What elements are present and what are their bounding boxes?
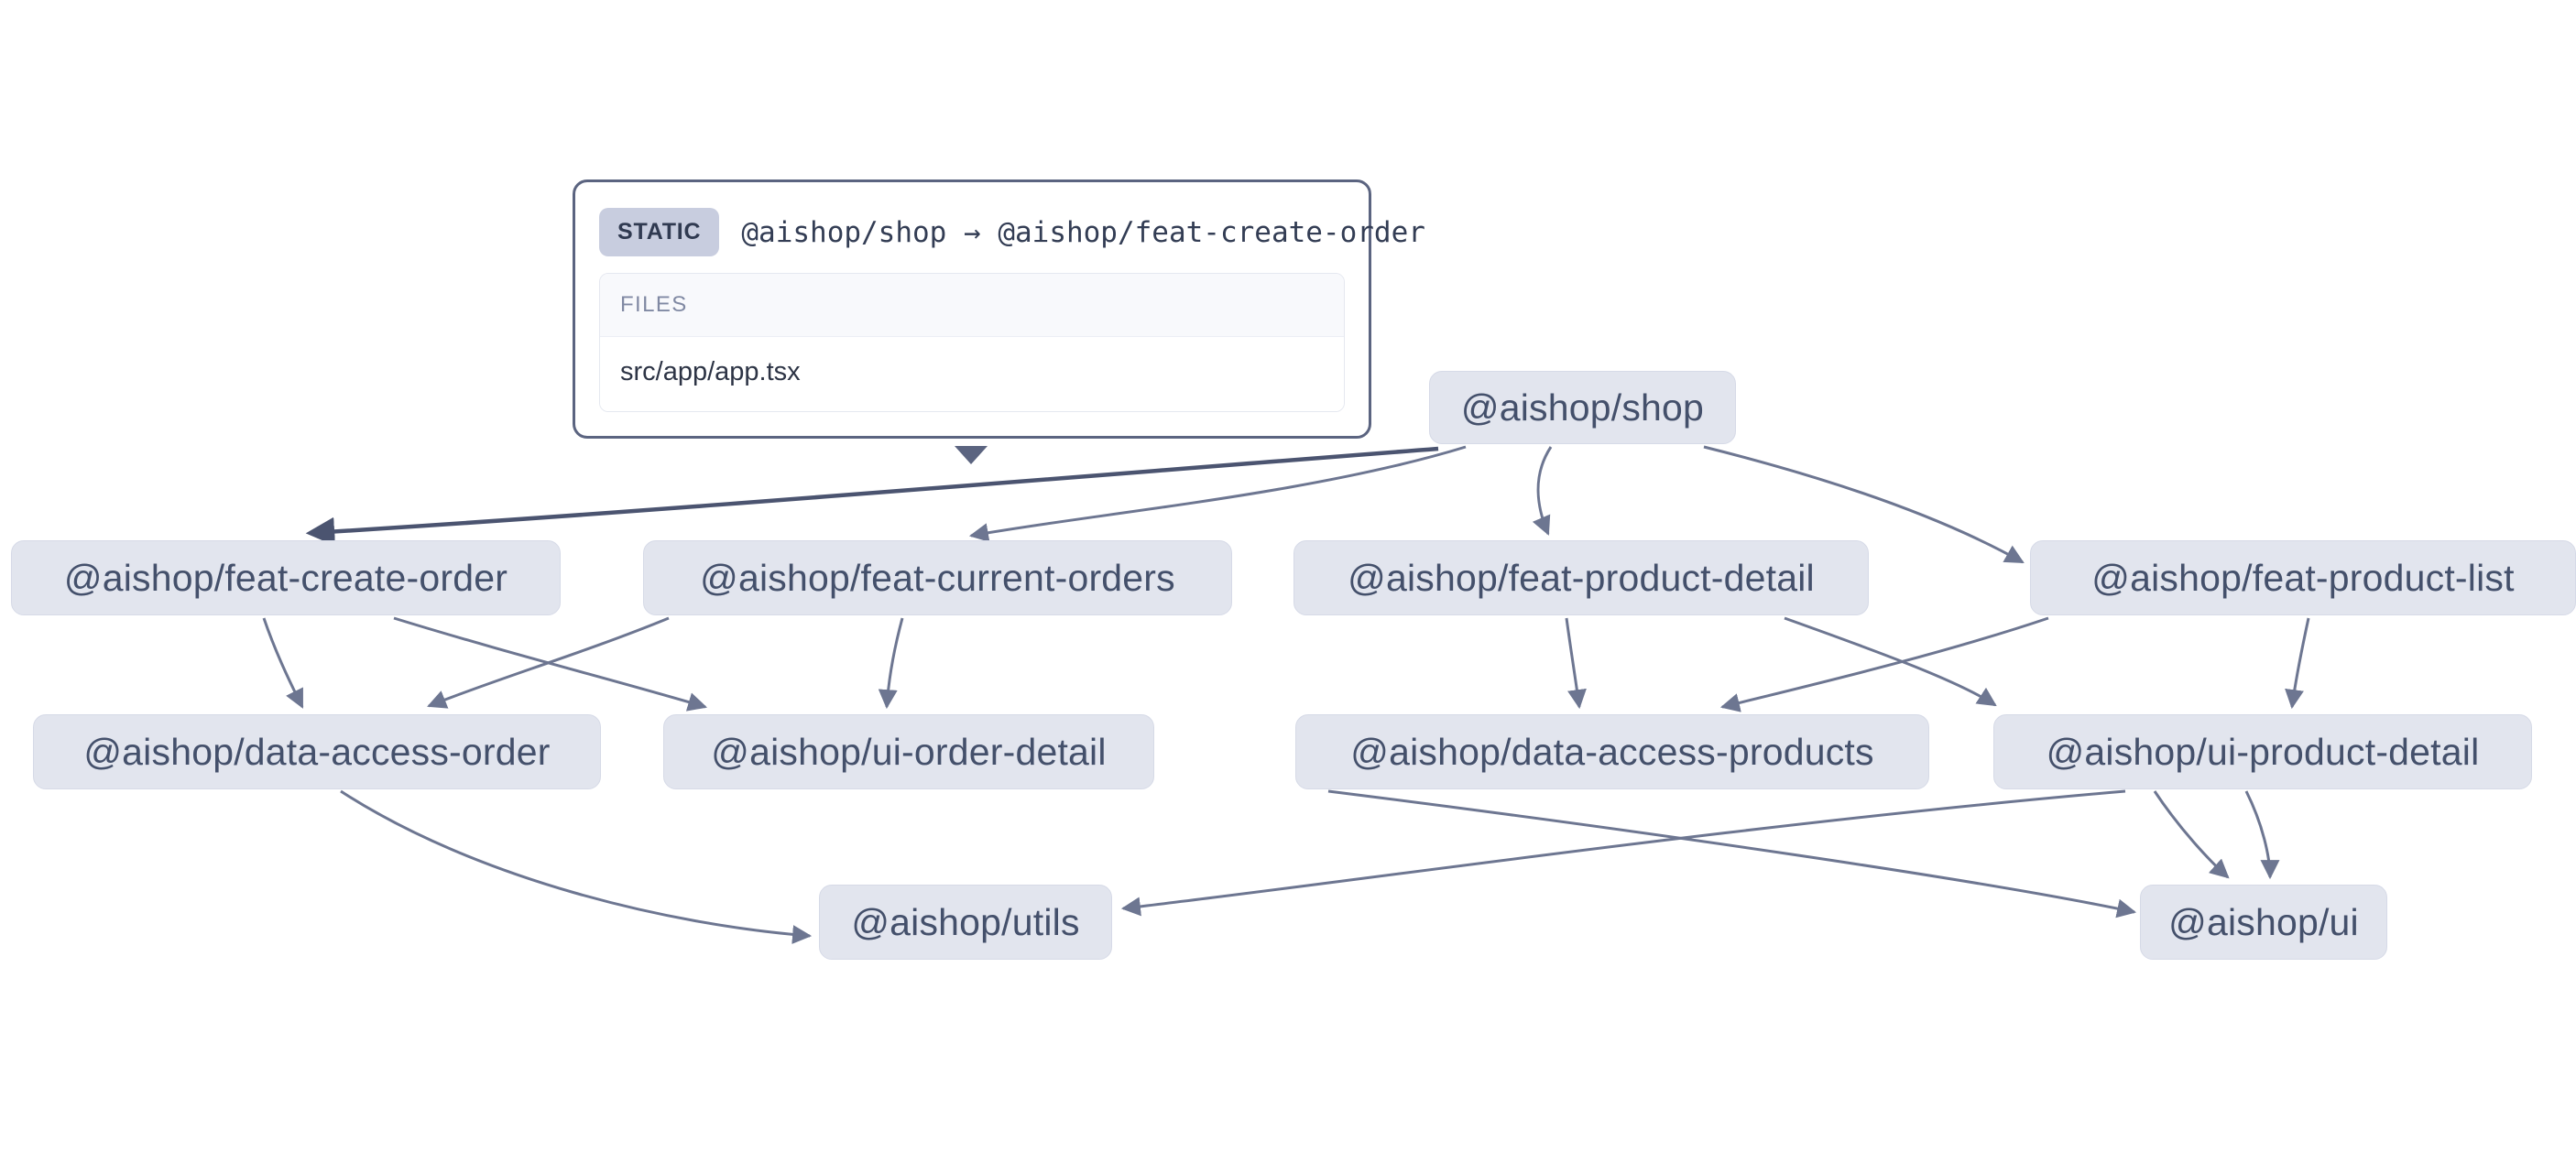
edge-tooltip-pointer-icon (955, 446, 988, 464)
edge-feat-product-detail-to-data-access-products (1565, 617, 1587, 710)
edge-feat-create-order-to-data-access-order (262, 617, 304, 709)
edge-tooltip-title: @aishop/shop → @aishop/feat-create-order (741, 215, 1425, 249)
node-ui[interactable]: @aishop/ui (2140, 885, 2387, 960)
node-label: @aishop/feat-create-order (63, 556, 508, 599)
edge-type-badge: STATIC (599, 208, 720, 256)
node-feat-product-list[interactable]: @aishop/feat-product-list (2030, 540, 2576, 615)
node-ui-product-detail[interactable]: @aishop/ui-product-detail (1993, 714, 2532, 789)
node-utils[interactable]: @aishop/utils (819, 885, 1112, 960)
node-label: @aishop/ui-product-detail (2046, 730, 2480, 773)
edge-data-access-order-to-utils (340, 789, 813, 944)
node-feat-product-detail[interactable]: @aishop/feat-product-detail (1293, 540, 1869, 615)
edge-files-header: FILES (600, 274, 1344, 337)
node-label: @aishop/data-access-products (1350, 730, 1874, 773)
node-label: @aishop/utils (851, 900, 1080, 943)
edge-data-access-products-to-ui (1327, 789, 2137, 918)
edge-feat-product-list-to-data-access-products (1719, 616, 2049, 712)
node-ui-order-detail[interactable]: @aishop/ui-order-detail (663, 714, 1154, 789)
node-label: @aishop/shop (1460, 386, 1705, 429)
edge-feat-product-detail-to-ui-product-detail (1784, 616, 1997, 707)
node-feat-current-orders[interactable]: @aishop/feat-current-orders (643, 540, 1232, 615)
edge-ui-product-detail-to-ui-b (2153, 790, 2230, 879)
node-label: @aishop/feat-current-orders (700, 556, 1175, 599)
edge-feat-current-orders-to-data-access-order (427, 616, 670, 709)
edge-feat-create-order-to-ui-order-detail (393, 616, 708, 712)
edge-file-item[interactable]: src/app/app.tsx (600, 337, 1344, 411)
edge-feat-current-orders-to-ui-order-detail (878, 617, 904, 710)
node-label: @aishop/ui (2168, 900, 2359, 943)
node-data-access-order[interactable]: @aishop/data-access-order (33, 714, 601, 789)
edge-tooltip-header: STATIC @aishop/shop → @aishop/feat-creat… (599, 202, 1425, 273)
node-label: @aishop/ui-order-detail (711, 730, 1107, 773)
node-feat-create-order[interactable]: @aishop/feat-create-order (11, 540, 561, 615)
edge-feat-product-list-to-ui-product-detail (2285, 617, 2310, 710)
node-label: @aishop/feat-product-detail (1348, 556, 1815, 599)
node-data-access-products[interactable]: @aishop/data-access-products (1295, 714, 1929, 789)
node-label: @aishop/feat-product-list (2091, 556, 2515, 599)
node-shop[interactable]: @aishop/shop (1429, 371, 1736, 444)
edge-shop-to-feat-create-order-highlighted (305, 446, 1439, 547)
edge-ui-product-detail-to-ui (2244, 790, 2280, 880)
node-label: @aishop/data-access-order (83, 730, 551, 773)
edge-shop-to-feat-current-orders (968, 445, 1467, 543)
edge-shop-to-feat-product-detail (1532, 446, 1553, 536)
edge-ui-product-detail-to-utils (1120, 789, 2126, 917)
edge-files-panel: FILES src/app/app.tsx (599, 273, 1345, 412)
edge-tooltip[interactable]: STATIC @aishop/shop → @aishop/feat-creat… (573, 179, 1425, 439)
